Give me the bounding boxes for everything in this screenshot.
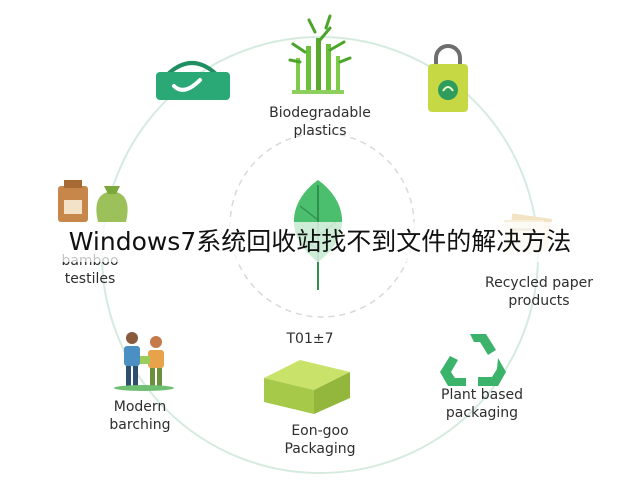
node-line1: Eon-goo <box>291 423 349 439</box>
node-line2: packaging <box>445 405 519 421</box>
node-line1: Plant based <box>441 387 523 403</box>
center-code-text: T01±7 <box>286 331 334 347</box>
eco-padlock-bag-icon <box>428 44 468 112</box>
people-icon <box>114 332 174 391</box>
node-recycled-paper-label: Recycled paper products <box>464 274 614 310</box>
node-line1: Biodegradable <box>269 105 371 121</box>
node-plant-based-label: Plant based packaging <box>412 386 552 422</box>
node-line1: Recycled paper <box>485 275 593 291</box>
node-eon-goo-label: Eon-goo Packaging <box>250 422 390 458</box>
bamboo-icon <box>288 14 352 94</box>
node-line2: testiles <box>64 271 116 287</box>
node-line2: barching <box>109 417 171 433</box>
node-biodegradable-label: Biodegradable plastics <box>250 104 390 140</box>
node-modern-barching-label: Modern barching <box>80 398 200 434</box>
recycle-icon <box>440 334 506 386</box>
jars-icon <box>58 180 128 222</box>
shopping-bag-icon <box>156 61 230 100</box>
banner-background <box>0 222 640 262</box>
center-code: T01±7 <box>250 330 370 348</box>
node-line2: plastics <box>293 123 347 139</box>
node-line1: Modern <box>113 399 167 415</box>
node-line2: Packaging <box>284 441 356 457</box>
banner-title: Windows7系统回收站找不到文件的解决方法 <box>68 227 572 256</box>
node-line2: products <box>508 293 570 309</box>
green-box-icon <box>264 360 350 414</box>
